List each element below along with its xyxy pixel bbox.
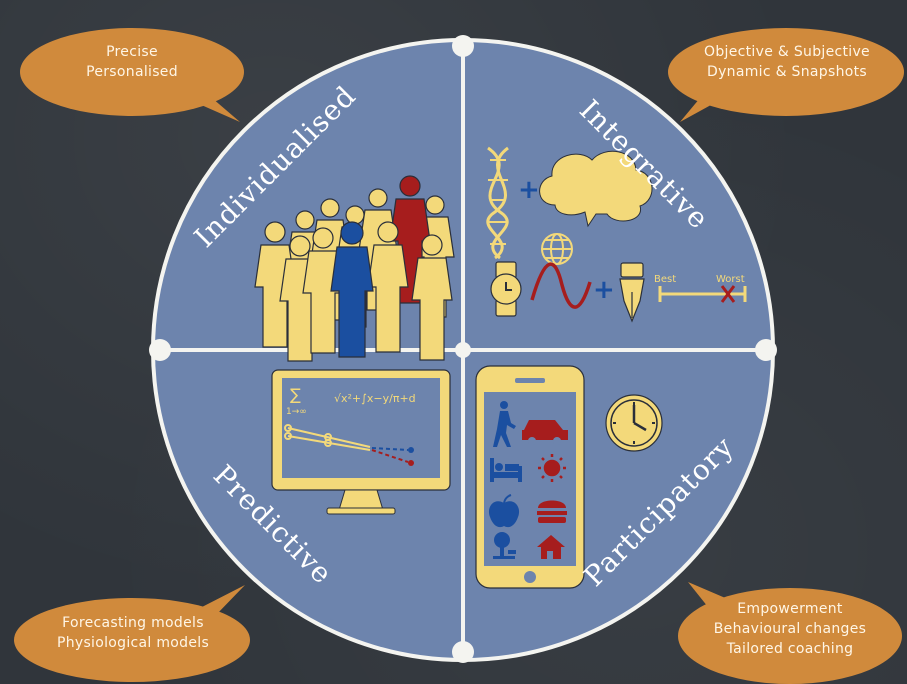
brain-icon: [539, 150, 653, 228]
knob-left: [149, 339, 171, 361]
bubble-bottom-left: [14, 585, 250, 682]
dna-icon: [486, 146, 509, 260]
knob-right: [755, 339, 777, 361]
scale-best-label: Best: [654, 274, 676, 285]
people-crowd-icon: [254, 175, 455, 362]
bed-icon: [490, 458, 522, 482]
globe-icon: [541, 233, 573, 265]
bubble-line-forecasting: Forecasting models: [62, 615, 204, 631]
forecast-lines: [284, 424, 371, 451]
plus-sign-1: +: [518, 175, 540, 205]
bubble-line-objective-subjective: Objective & Subjective: [704, 44, 870, 60]
bubble-text-bottom-right: Empowerment Behavioural changes Tailored…: [682, 599, 898, 659]
knob-bottom: [452, 641, 474, 663]
clock-icon: [605, 394, 663, 452]
bubble-line-personalised: Personalised: [86, 64, 178, 80]
plus-sign-2: +: [593, 275, 615, 305]
scale-worst-label: Worst: [716, 274, 745, 285]
knob-top: [452, 35, 474, 57]
watch-icon: [490, 261, 522, 317]
bubble-line-dynamic-snapshots: Dynamic & Snapshots: [706, 64, 867, 80]
bubble-line-precise: Precise: [106, 44, 158, 60]
bubble-text-top-right: Objective & Subjective Dynamic & Snapsho…: [676, 42, 898, 82]
monitor-icon: ∑ 1→∞ √x²+∫x−y/π+d: [271, 369, 451, 515]
bubble-top-left: [20, 28, 244, 122]
scale-icon: Best Worst: [654, 274, 747, 303]
forecast-projection: [371, 447, 414, 466]
bubble-line-empowerment: Empowerment: [737, 601, 843, 617]
bubble-text-top-left: Precise Personalised: [42, 42, 222, 82]
bubble-top-right: [668, 28, 904, 122]
bubble-text-bottom-left: Forecasting models Physiological models: [22, 613, 244, 653]
bubble-line-physiological: Physiological models: [56, 635, 210, 651]
wave-icon: [530, 262, 592, 309]
knob-center: [455, 342, 471, 358]
car-icon: [522, 420, 568, 445]
bubble-line-coaching: Tailored coaching: [726, 641, 854, 657]
pen-icon: [619, 262, 645, 323]
sun-icon: [538, 454, 566, 482]
apple-icon: [488, 494, 520, 528]
formula-sum: ∑: [290, 385, 301, 404]
burger-icon: [537, 500, 567, 523]
walk-icon: [493, 401, 516, 447]
formula-range: 1→∞: [286, 407, 307, 417]
formula-expression: √x²+∫x−y/π+d: [334, 392, 416, 405]
bubble-line-behavioural: Behavioural changes: [713, 621, 867, 637]
house-icon: [537, 535, 565, 559]
tree-icon: [493, 532, 516, 559]
bubble-bottom-right: [678, 582, 902, 684]
